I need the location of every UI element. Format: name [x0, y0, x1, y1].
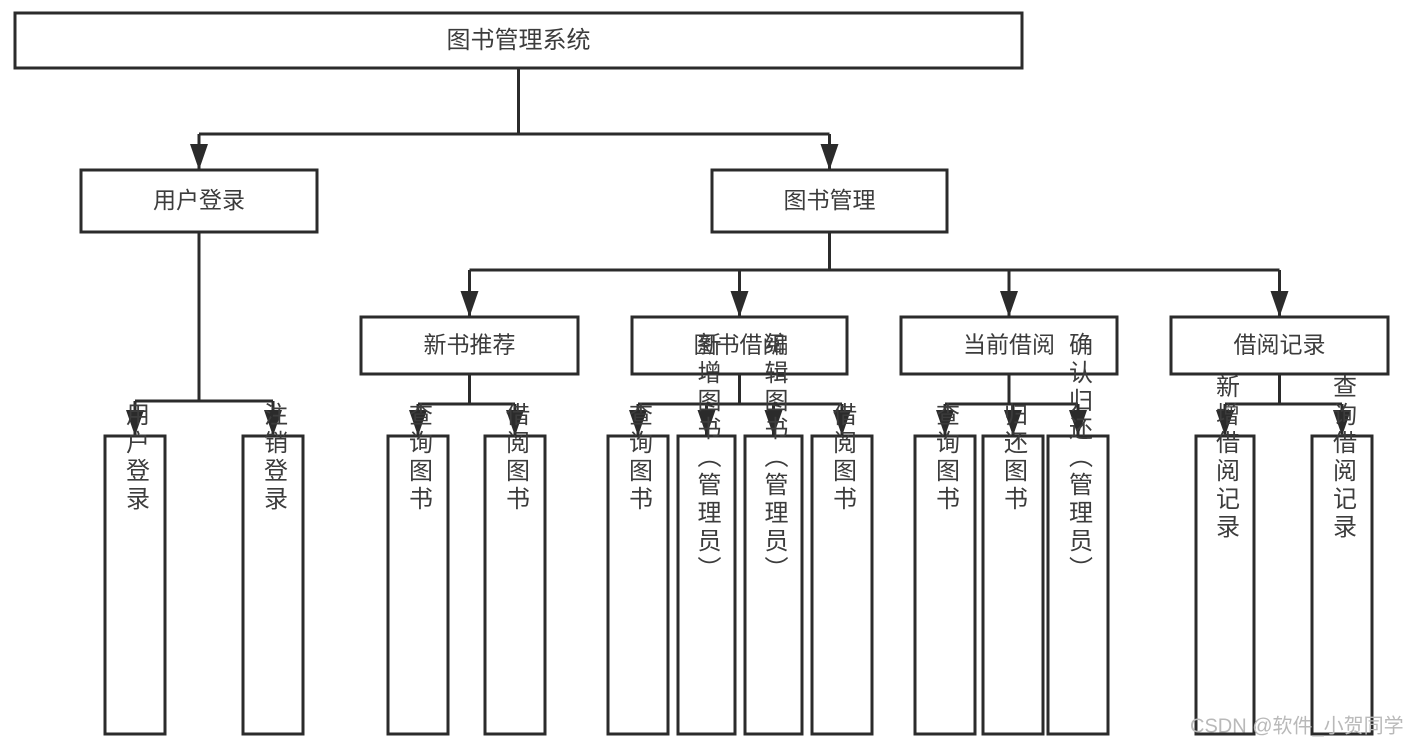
node-label: 图书借阅	[694, 332, 786, 358]
node-rect	[13, 11, 1024, 70]
level3-node-1[interactable]: 新书推荐	[359, 315, 580, 376]
node-rect	[606, 434, 670, 736]
level2-node-2[interactable]: 图书管理	[710, 168, 949, 234]
arrow-head-icon	[1000, 291, 1018, 317]
node-label: 编辑图书（管理员）	[760, 332, 788, 584]
node-rect	[710, 168, 949, 234]
leaf-node-13[interactable]: 查询借阅记录	[1310, 374, 1374, 736]
level3-node-2[interactable]: 图书借阅	[630, 315, 849, 376]
node-label: 查询图书	[625, 402, 653, 514]
arrow-head-icon	[264, 410, 282, 436]
arrow-head-icon	[1270, 291, 1289, 317]
arrow-head-icon	[629, 410, 647, 436]
node-rect	[483, 434, 547, 736]
root-node-book-management-system[interactable]: 图书管理系统	[13, 11, 1024, 70]
node-label: 确认归还（管理员）	[1065, 332, 1093, 584]
arrow-head-icon	[1216, 410, 1234, 436]
node-label: 借阅图书	[829, 402, 857, 514]
node-rect	[630, 315, 849, 376]
node-label: 查询借阅记录	[1329, 374, 1357, 542]
node-rect	[79, 168, 319, 234]
leaf-node-9[interactable]: 查询图书	[913, 402, 977, 736]
arrow-head-icon	[1004, 410, 1022, 436]
leaf-node-6[interactable]: 新增图书（管理员）	[676, 332, 737, 736]
node-rect	[981, 434, 1045, 736]
arrow-head-icon	[1069, 410, 1087, 436]
leaf-node-7[interactable]: 编辑图书（管理员）	[743, 332, 804, 736]
node-rect	[676, 434, 737, 736]
arrow-head-icon	[764, 410, 783, 436]
arrow-head-icon	[697, 410, 716, 436]
node-rect	[743, 434, 804, 736]
node-rect	[913, 434, 977, 736]
node-label: 用户登录	[153, 187, 245, 213]
node-label: 当前借阅	[963, 332, 1055, 358]
node-rect	[103, 434, 167, 736]
node-label: 用户登录	[122, 402, 150, 514]
arrow-head-icon	[820, 144, 839, 170]
leaf-node-5[interactable]: 查询图书	[606, 402, 670, 736]
leaf-node-1[interactable]: 用户登录	[103, 402, 167, 736]
node-label: 借阅记录	[1234, 332, 1326, 358]
arrow-head-icon	[730, 291, 749, 317]
node-rect	[1046, 434, 1110, 736]
leaf-node-4[interactable]: 借阅图书	[483, 402, 547, 736]
node-rect	[899, 315, 1119, 376]
arrow-head-icon	[126, 410, 144, 436]
node-label: 新增借阅记录	[1212, 374, 1240, 542]
node-rect	[1169, 315, 1390, 376]
node-label: 归还图书	[1000, 402, 1028, 514]
arrow-head-icon	[1333, 410, 1351, 436]
level3-node-4[interactable]: 借阅记录	[1169, 315, 1390, 376]
level2-node-1[interactable]: 用户登录	[79, 168, 319, 234]
node-label: 查询图书	[405, 402, 433, 514]
node-label: 图书管理系统	[447, 27, 591, 54]
arrow-head-icon	[460, 291, 479, 317]
arrow-head-icon	[409, 410, 427, 436]
node-rect	[359, 315, 580, 376]
node-rect	[386, 434, 450, 736]
arrow-head-icon	[506, 410, 524, 436]
edge-layer	[126, 68, 1351, 436]
node-layer: 图书管理系统用户登录图书管理新书推荐图书借阅当前借阅借阅记录用户登录注销登录查询…	[13, 11, 1390, 736]
level3-node-3[interactable]: 当前借阅	[899, 315, 1119, 376]
leaf-node-11[interactable]: 确认归还（管理员）	[1046, 332, 1110, 736]
arrow-head-icon	[833, 410, 851, 436]
leaf-node-2[interactable]: 注销登录	[241, 402, 305, 736]
node-label: 注销登录	[260, 402, 288, 514]
node-label: 借阅图书	[502, 402, 530, 514]
node-rect	[1194, 434, 1256, 736]
leaf-node-3[interactable]: 查询图书	[386, 402, 450, 736]
csdn-watermark: CSDN @软件_小贺同学	[1190, 714, 1404, 737]
node-label: 图书管理	[784, 187, 876, 213]
node-rect	[241, 434, 305, 736]
leaf-node-10[interactable]: 归还图书	[981, 402, 1045, 736]
node-label: 查询图书	[932, 402, 960, 514]
arrow-head-icon	[190, 144, 208, 170]
node-rect	[1310, 434, 1374, 736]
node-label: 新书推荐	[424, 332, 516, 358]
node-rect	[810, 434, 874, 736]
leaf-node-8[interactable]: 借阅图书	[810, 402, 874, 736]
node-label: 新增图书（管理员）	[693, 332, 721, 584]
arrow-head-icon	[936, 410, 954, 436]
leaf-node-12[interactable]: 新增借阅记录	[1194, 374, 1256, 736]
